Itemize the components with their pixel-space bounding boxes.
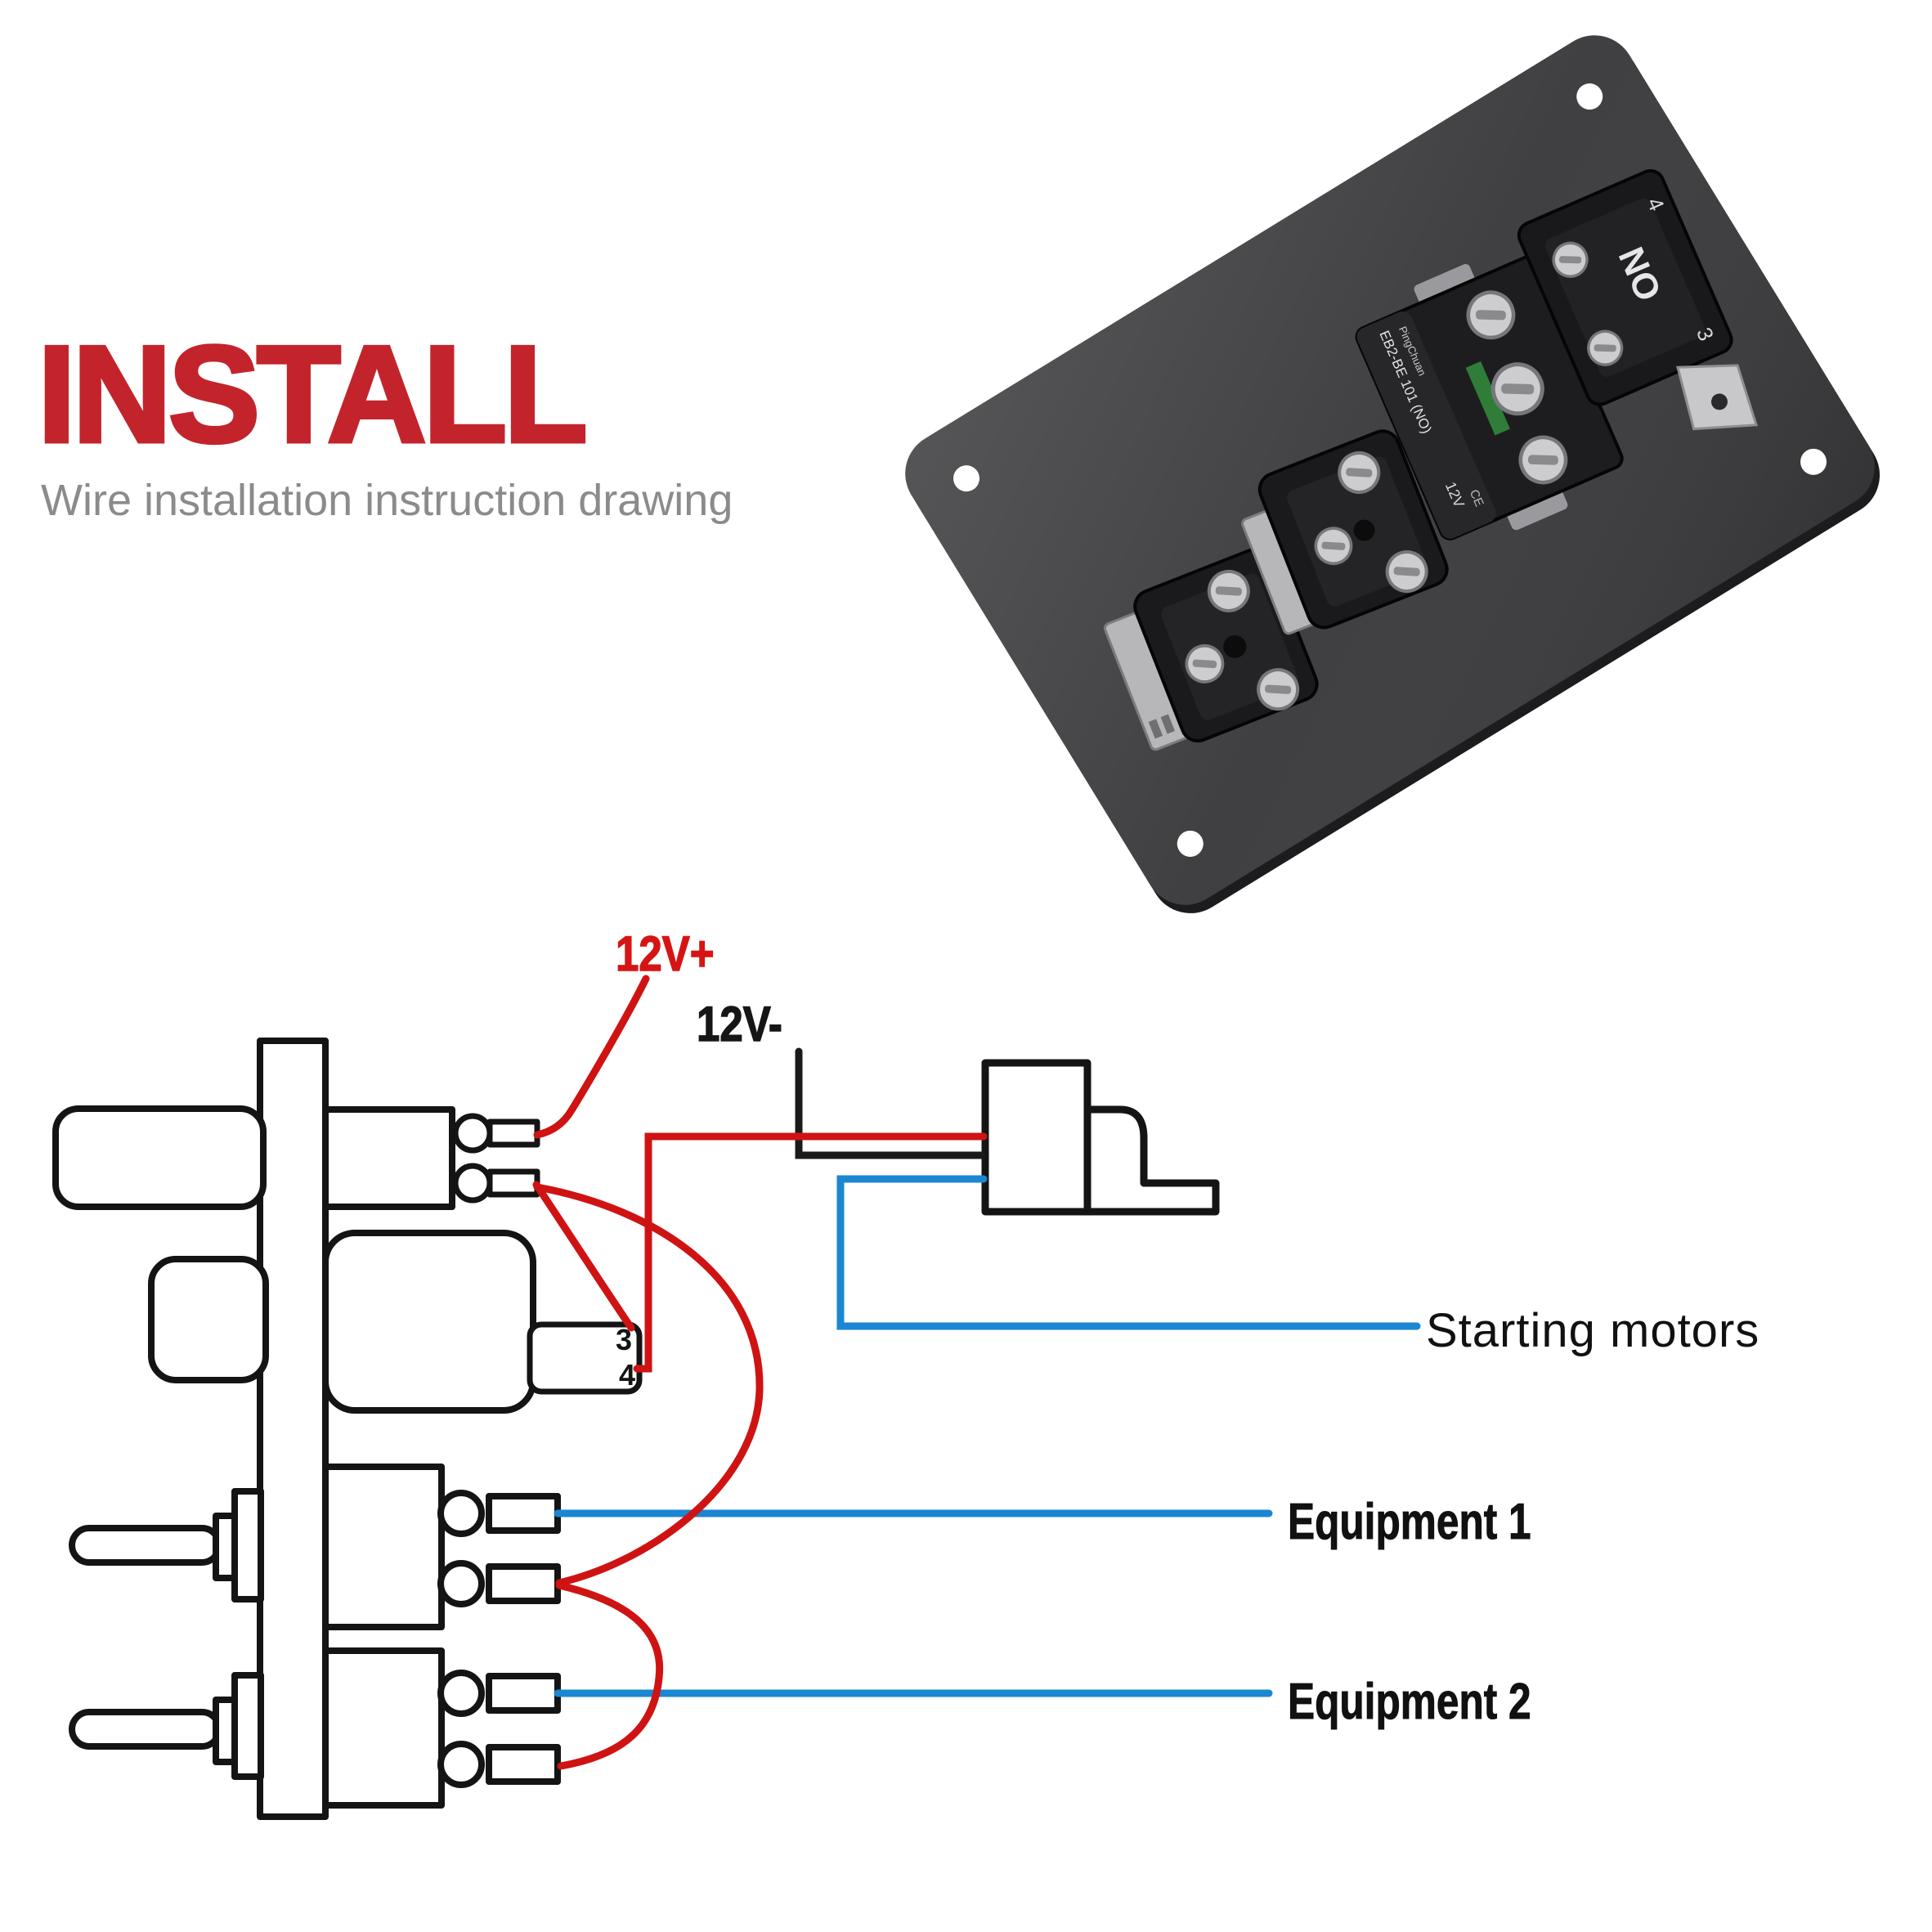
label-equipment-1: Equipment 1 (1288, 1494, 1531, 1551)
wire-12v-negative (795, 1047, 986, 1159)
wire-terminal4-to-relay (633, 1132, 988, 1373)
pushbutton1-terminal2 (452, 1163, 493, 1204)
label-12v-positive: 12V+ (615, 926, 715, 982)
relay-body (981, 1059, 1092, 1216)
wire-jumper-arc1 (533, 1183, 764, 1587)
positive-wires (532, 975, 988, 1770)
wire-starting-motors (836, 1175, 1421, 1330)
panel-plate-symbol (257, 1038, 329, 1820)
toggle1-terminal1 (437, 1490, 485, 1537)
terminal-3-label: 3 (616, 1323, 632, 1356)
toggle2-terminal1-tab (486, 1673, 561, 1714)
toggle2-mount (231, 1672, 264, 1780)
toggle-switch-rear-1 (1103, 548, 1319, 751)
wire-to-terminal3 (532, 1181, 635, 1332)
pushbutton1-terminal2-tab (486, 1168, 540, 1198)
mount-hole-icon (1800, 448, 1827, 475)
green-indicator (1465, 361, 1510, 436)
toggle2-terminal2-tab (486, 1744, 561, 1785)
label-starting-motors: Starting motors (1426, 1304, 1760, 1357)
contact-extension-block (527, 1321, 643, 1395)
pushbutton1-front (52, 1105, 267, 1210)
diagram-outlines (52, 1038, 1220, 1820)
toggle1-lever (69, 1525, 222, 1566)
toggle2-lever (69, 1709, 222, 1750)
mount-hole-icon (953, 465, 979, 492)
relay-bracket (1083, 1105, 1220, 1216)
signal-wires (554, 1175, 1421, 1697)
wire-12v-plus-feed (533, 975, 650, 1139)
contact-block-no: NO 4 3 (1517, 168, 1759, 431)
label-equipment-2: Equipment 2 (1288, 1674, 1531, 1731)
pushbutton2-rear (322, 1230, 536, 1414)
pushbutton1-terminal1 (452, 1113, 493, 1154)
switch-panel-photo: EB2-BE 101 (NO) PingChuan 12V CE NO 4 3 (905, 35, 1880, 913)
pushbutton1-terminal1-tab (486, 1118, 540, 1148)
toggle1-terminal2 (437, 1560, 485, 1607)
pushbutton1-rear (322, 1106, 455, 1210)
ce-mark: CE (1467, 487, 1486, 509)
toggle1-body (322, 1464, 445, 1630)
page-subtitle: Wire installation instruction drawing (41, 476, 733, 525)
mount-hole-icon (1576, 83, 1603, 110)
toggle2-body (322, 1647, 445, 1809)
toggle2-terminal2 (437, 1741, 485, 1788)
toggle1-terminal1-tab (486, 1493, 561, 1534)
wire-jumper-arc2 (555, 1581, 664, 1770)
terminal-4-label: 4 (619, 1358, 635, 1392)
toggle-switch-rear-2 (1241, 429, 1449, 635)
mount-hole-icon (1177, 830, 1204, 857)
pushbutton-contact-block: EB2-BE 101 (NO) PingChuan 12V CE (1355, 254, 1624, 540)
toggle1-terminal2-tab (486, 1563, 561, 1604)
label-12v-negative: 12V- (696, 996, 782, 1052)
toggle1-mount (231, 1488, 264, 1603)
page-title: INSTALL (36, 317, 590, 471)
pushbutton2-front (148, 1256, 269, 1383)
toggle2-terminal1 (437, 1670, 485, 1717)
